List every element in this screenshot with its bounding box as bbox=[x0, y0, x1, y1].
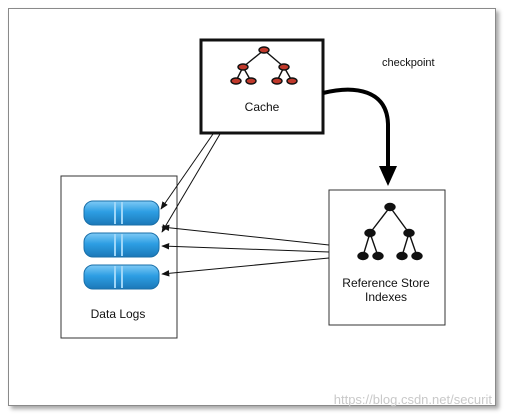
checkpoint-arrow bbox=[322, 87, 397, 186]
log-disk-3-icon bbox=[83, 264, 160, 290]
cache-to-log-2-arrow bbox=[161, 133, 221, 233]
watermark: https://blog.csdn.net/securit bbox=[334, 392, 493, 407]
data-logs-label: Data Logs bbox=[91, 307, 146, 321]
data-logs-box: Data Logs bbox=[60, 175, 178, 339]
reference-store-box: Reference Store Indexes bbox=[328, 189, 446, 326]
log-disk-2-icon bbox=[83, 232, 160, 258]
index-to-log-3-arrow bbox=[161, 257, 330, 277]
reference-store-label-line2: Indexes bbox=[365, 290, 407, 304]
cache-label: Cache bbox=[245, 100, 280, 114]
cache-to-log-1-arrow bbox=[160, 133, 214, 210]
cache-box: Cache bbox=[199, 38, 325, 135]
index-to-logs-arrows bbox=[161, 224, 330, 277]
index-to-log-1-arrow bbox=[161, 224, 330, 246]
cache-to-logs-arrows bbox=[160, 133, 221, 233]
index-to-log-2-arrow bbox=[161, 243, 330, 253]
log-disk-1-icon bbox=[83, 200, 160, 226]
cache-tree-icon bbox=[230, 46, 298, 85]
checkpoint-label: checkpoint bbox=[382, 57, 435, 69]
reference-tree-icon bbox=[357, 202, 423, 261]
reference-store-label-line1: Reference Store bbox=[342, 276, 430, 290]
